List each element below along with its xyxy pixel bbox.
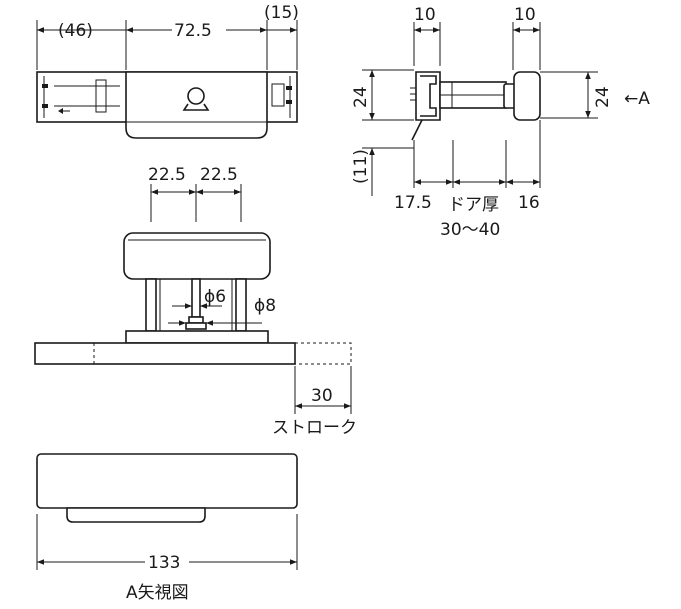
top-view: (46) 72.5 (15): [36, 3, 299, 139]
side-dim-top-right: 10: [514, 5, 536, 25]
a-view-width: 133: [148, 553, 180, 573]
left-slider: [42, 76, 120, 118]
a-view: 133 A矢視図: [36, 453, 298, 603]
front-pin-diameter: ϕ6: [204, 287, 226, 307]
top-dim-center: 72.5: [174, 21, 212, 41]
side-view: 10 10 24 (11) 24 ←A: [351, 5, 650, 240]
side-dim-height-right: 24: [593, 86, 613, 108]
side-door-thickness: 30〜40: [440, 220, 500, 240]
front-dim-spacing-right: 22.5: [200, 165, 238, 185]
side-dim-bottom-left: 17.5: [394, 193, 432, 213]
top-dim-right: (15): [264, 3, 299, 23]
top-dim-left: (46): [58, 21, 93, 41]
front-shaft-diameter: ϕ8: [254, 296, 276, 316]
a-view-title: A矢視図: [126, 583, 189, 603]
right-holder: [271, 76, 292, 118]
front-stroke-value: 30: [311, 386, 333, 406]
side-dim-bottom-right: 16: [518, 193, 540, 213]
side-view-arrow-label: ←A: [624, 89, 650, 109]
keyhole-icon: [182, 87, 210, 111]
front-dim-spacing-left: 22.5: [148, 165, 186, 185]
front-stroke-label: ストローク: [272, 418, 357, 438]
side-dim-height-left: 24: [351, 86, 371, 108]
front-view: 22.5 22.5 ϕ6 ϕ8 30 ストローク: [34, 165, 357, 438]
side-dim-lower-left: (11): [351, 149, 371, 184]
side-dim-top-left: 10: [414, 5, 436, 25]
side-dim-bottom-center: ドア厚: [448, 195, 499, 215]
